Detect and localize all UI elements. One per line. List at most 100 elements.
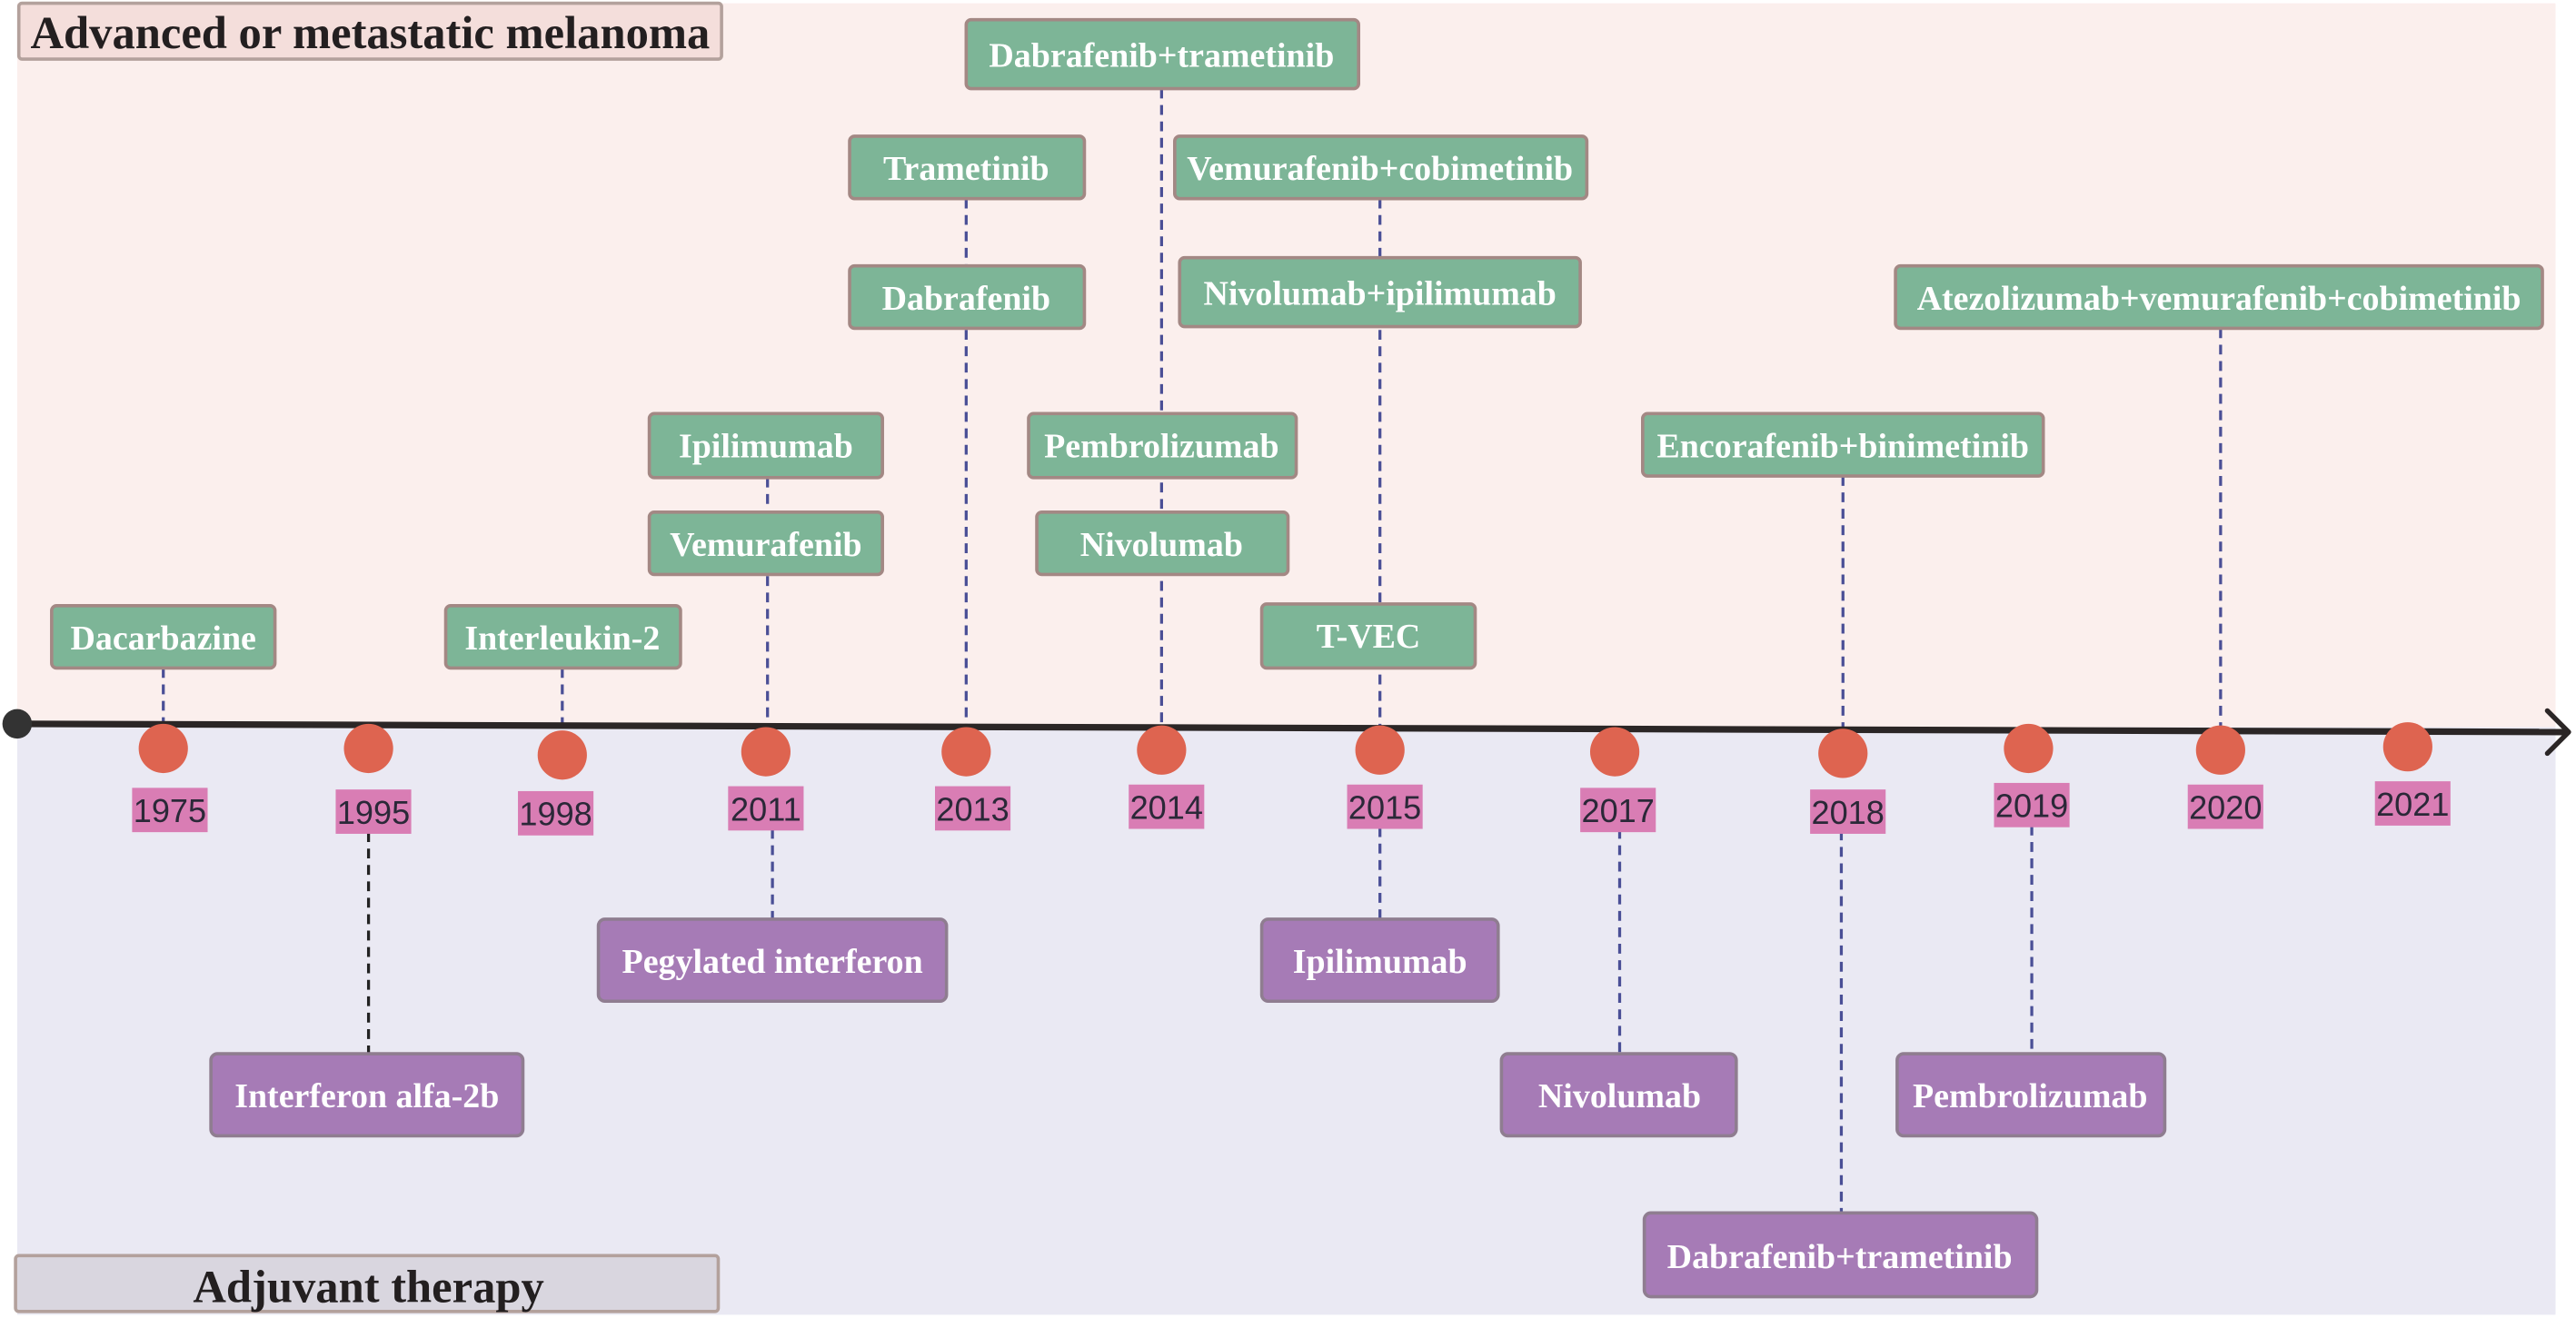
therapy-label: Pembrolizumab bbox=[1913, 1077, 2148, 1115]
year-marker-2021: 2021 bbox=[2374, 722, 2451, 826]
advanced-therapy-box: Atezolizumab+vemurafenib+cobimetinib bbox=[1894, 263, 2544, 331]
therapy-box bbox=[1259, 917, 1500, 1004]
therapy-label: Dabrafenib+trametinib bbox=[1667, 1238, 2013, 1276]
therapy-box bbox=[1894, 263, 2544, 331]
year-label: 1995 bbox=[337, 794, 410, 831]
adjuvant-therapy-box: Interferon alfa-2b bbox=[209, 1052, 525, 1138]
section-title-text: Adjuvant therapy bbox=[193, 1262, 543, 1313]
year-dot bbox=[741, 727, 791, 777]
year-label: 1998 bbox=[519, 796, 592, 833]
year-marker-1995: 1995 bbox=[335, 723, 412, 834]
therapy-box bbox=[1499, 1052, 1738, 1138]
year-dot bbox=[1137, 725, 1187, 775]
advanced-therapy-box: T-VEC bbox=[1259, 602, 1477, 670]
therapy-label: Interferon alfa-2b bbox=[234, 1077, 499, 1115]
therapy-label: Encorafenib+binimetinib bbox=[1657, 427, 2029, 465]
year-dot bbox=[1818, 728, 1868, 778]
adjuvant-therapy-box: Ipilimumab bbox=[1259, 917, 1500, 1004]
therapy-label: Ipilimumab bbox=[679, 427, 853, 465]
year-label-box bbox=[1129, 784, 1205, 829]
year-marker-2011: 2011 bbox=[728, 727, 804, 831]
axis-line bbox=[16, 720, 2566, 736]
adjuvant-therapies: Interferon alfa-2b Pegylated interferon … bbox=[209, 917, 2167, 1299]
advanced-therapy-box: Nivolumab+ipilimumab bbox=[1178, 255, 1582, 329]
year-label-box bbox=[1810, 789, 1886, 834]
advanced-therapies: Dacarbazine Interleukin-2 Ipilimumab Vem… bbox=[50, 17, 2544, 670]
therapy-box bbox=[1640, 411, 2045, 478]
year-dot bbox=[1355, 725, 1405, 775]
year-label-box bbox=[1347, 784, 1423, 829]
therapy-label: Vemurafenib bbox=[670, 526, 861, 564]
year-label-box bbox=[2187, 784, 2263, 829]
therapy-label: Interleukin-2 bbox=[464, 619, 660, 658]
year-label-box bbox=[1994, 782, 2070, 827]
adjuvant-therapy-box: Pegylated interferon bbox=[596, 917, 949, 1004]
year-dot bbox=[2195, 725, 2245, 775]
advanced-therapy-box: Pembrolizumab bbox=[1027, 411, 1298, 480]
title-box bbox=[16, 1, 723, 61]
therapy-box bbox=[647, 510, 884, 577]
year-marker-2015: 2015 bbox=[1347, 725, 1423, 829]
advanced-therapy-box: Nivolumab bbox=[1035, 510, 1290, 577]
therapy-box bbox=[209, 1052, 525, 1138]
axis-arrow-icon bbox=[2544, 708, 2571, 757]
year-marker-2020: 2020 bbox=[2187, 725, 2263, 829]
therapy-box bbox=[848, 263, 1087, 331]
therapy-box bbox=[1173, 134, 1589, 201]
year-label-box bbox=[728, 786, 804, 831]
therapy-label: Pembrolizumab bbox=[1044, 427, 1279, 465]
advanced-therapy-box: Encorafenib+binimetinib bbox=[1640, 411, 2045, 478]
therapy-label: Atezolizumab+vemurafenib+cobimetinib bbox=[1917, 280, 2521, 318]
therapy-box bbox=[1259, 602, 1477, 670]
advanced-therapy-box: Ipilimumab bbox=[647, 411, 884, 480]
adjuvant-section-panel bbox=[16, 727, 2556, 1315]
advanced-therapy-box: Trametinib bbox=[848, 134, 1087, 201]
year-marker-2013: 2013 bbox=[935, 727, 1011, 831]
year-dot bbox=[537, 730, 587, 780]
therapy-label: Ipilimumab bbox=[1293, 943, 1467, 981]
therapy-label: Pegylated interferon bbox=[622, 943, 923, 981]
advanced-therapy-box: Vemurafenib bbox=[647, 510, 884, 577]
year-marker-2019: 2019 bbox=[1994, 723, 2070, 827]
therapy-box bbox=[848, 134, 1087, 201]
adjuvant-therapy-box: Pembrolizumab bbox=[1895, 1052, 2167, 1138]
year-marker-2017: 2017 bbox=[1580, 727, 1656, 833]
year-label-box bbox=[518, 790, 594, 836]
timeline-axis bbox=[2, 708, 2571, 757]
year-dot bbox=[138, 723, 188, 774]
axis-start-dot bbox=[2, 709, 33, 739]
advanced-therapy-box: Dabrafenib+trametinib bbox=[964, 17, 1361, 91]
year-label: 2013 bbox=[936, 790, 1009, 827]
year-label: 1975 bbox=[134, 792, 206, 829]
year-dot bbox=[2004, 723, 2054, 774]
therapy-box bbox=[1895, 1052, 2167, 1138]
therapy-box bbox=[1035, 510, 1290, 577]
therapy-label: Trametinib bbox=[883, 150, 1049, 188]
year-dot bbox=[1589, 727, 1640, 777]
advanced-therapy-box: Interleukin-2 bbox=[443, 603, 682, 670]
section-title-text: Advanced or metastatic melanoma bbox=[31, 7, 711, 58]
year-label-box bbox=[1580, 788, 1656, 833]
year-label: 2021 bbox=[2376, 786, 2449, 823]
therapy-label: Dabrafenib bbox=[882, 280, 1050, 318]
advanced-therapy-box: Vemurafenib+cobimetinib bbox=[1173, 134, 1589, 201]
therapy-label: Nivolumab bbox=[1080, 526, 1243, 564]
therapy-label: Vemurafenib+cobimetinib bbox=[1187, 150, 1573, 188]
year-marker-2014: 2014 bbox=[1129, 725, 1205, 829]
year-label: 2018 bbox=[1811, 794, 1884, 831]
adjuvant-therapy-box: Dabrafenib+trametinib bbox=[1642, 1211, 2039, 1299]
adjuvant-connectors bbox=[366, 825, 2034, 1214]
title-box bbox=[14, 1254, 721, 1313]
advanced-therapy-box: Dacarbazine bbox=[50, 603, 277, 670]
therapy-label: Nivolumab bbox=[1538, 1077, 1701, 1115]
advanced-therapy-box: Dabrafenib bbox=[848, 263, 1087, 331]
year-dot bbox=[941, 727, 991, 777]
therapy-label: T-VEC bbox=[1317, 618, 1421, 656]
year-marker-1998: 1998 bbox=[518, 730, 594, 836]
year-label: 2011 bbox=[731, 790, 801, 827]
therapy-box bbox=[1642, 1211, 2039, 1299]
therapy-box bbox=[1178, 255, 1582, 329]
year-marker-1975: 1975 bbox=[132, 723, 208, 833]
year-dot bbox=[343, 723, 393, 774]
